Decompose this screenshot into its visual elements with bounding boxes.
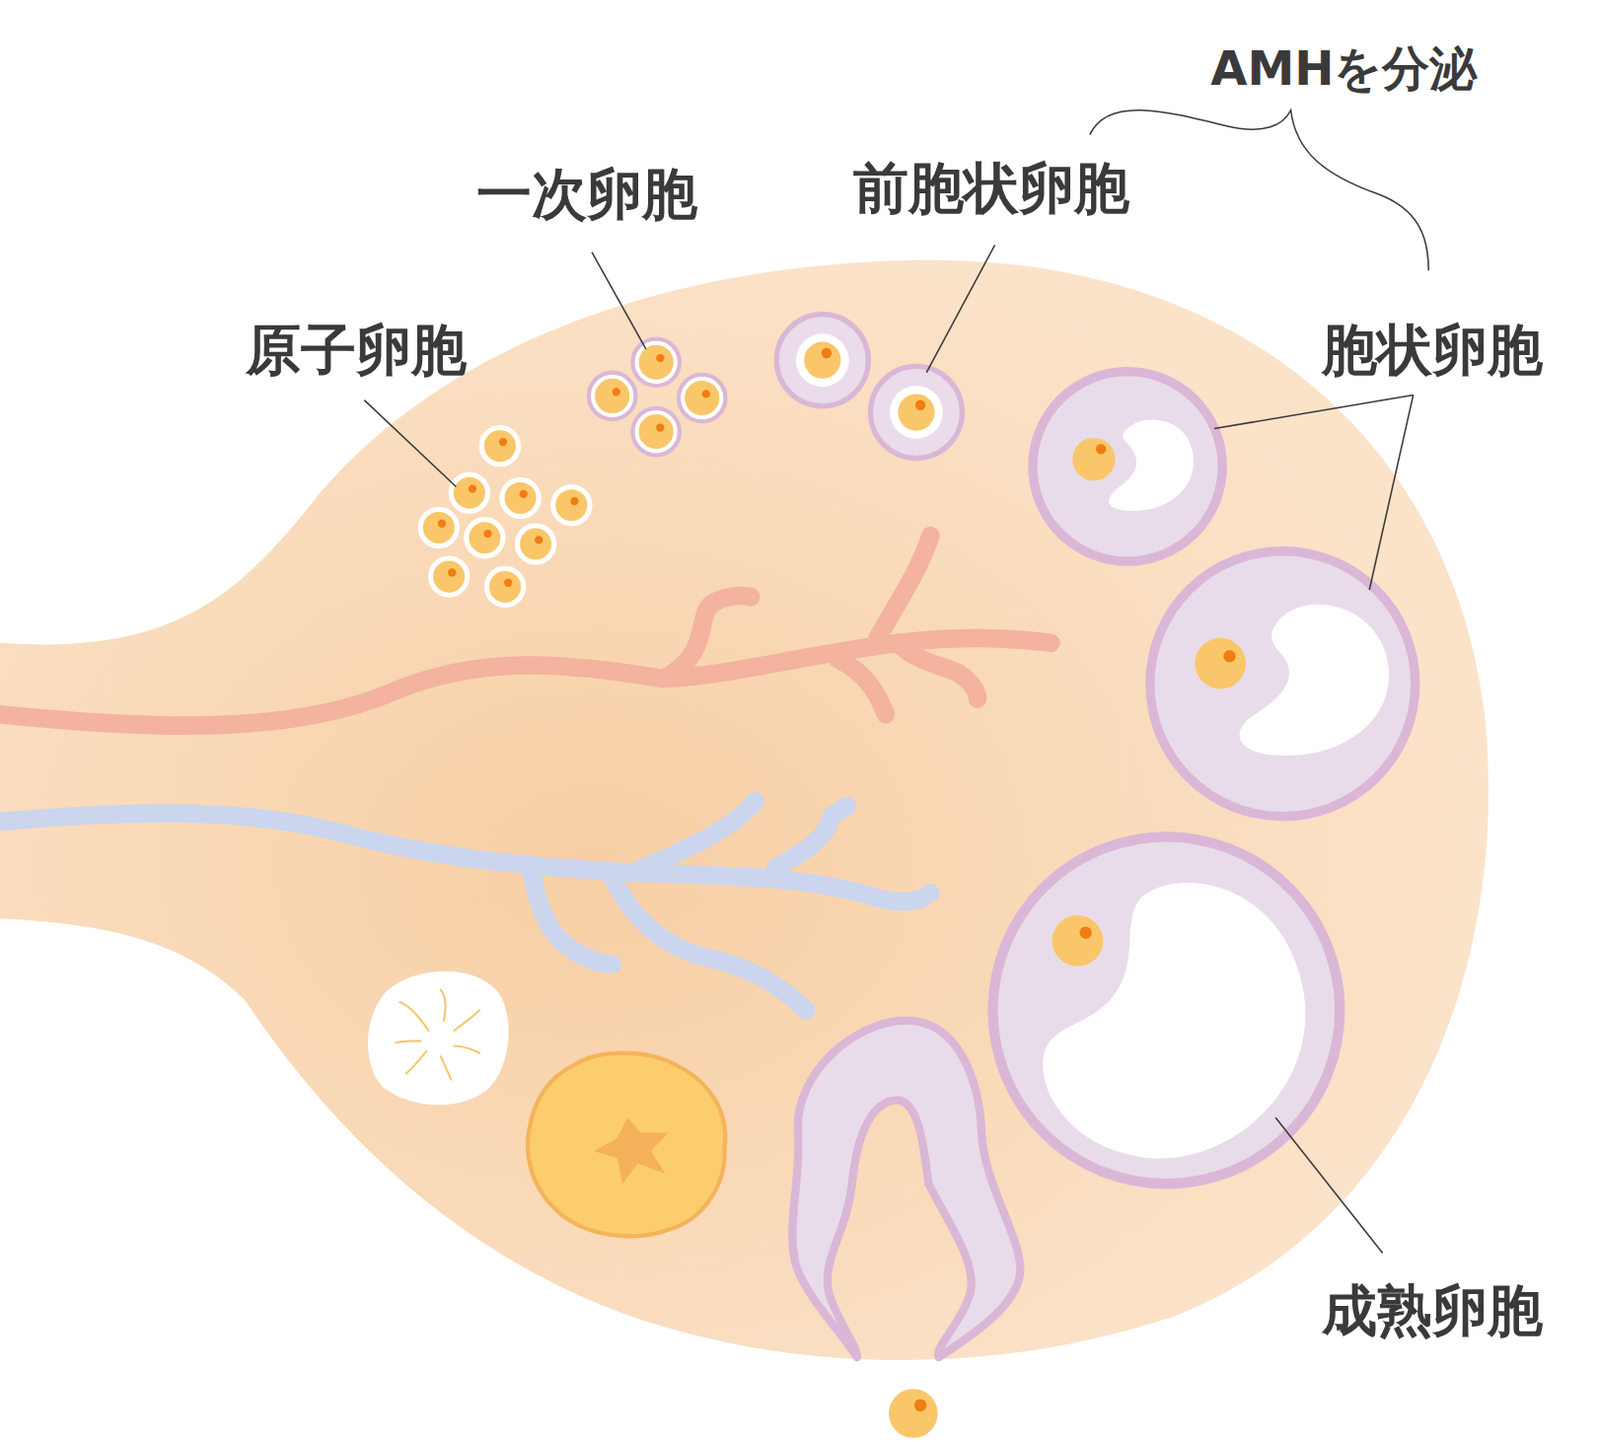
corpus-albicans-marks	[395, 990, 480, 1081]
stage-label: 原子卵胞	[245, 319, 467, 381]
corpus-albicans	[367, 971, 510, 1105]
artery	[0, 535, 1051, 726]
antral-follicle	[1032, 371, 1223, 562]
primary-follicles	[588, 339, 727, 456]
secretion-note: AMHを分泌	[1210, 42, 1477, 95]
preantral-follicles	[776, 314, 962, 459]
primordial-follicles	[420, 428, 590, 606]
ovary	[0, 260, 1489, 1361]
stage-label: 成熟卵胞	[1321, 1280, 1543, 1342]
leader-line	[363, 244, 1413, 1253]
stage-label: 前胞状卵胞	[853, 158, 1130, 220]
corpus-luteum	[527, 1053, 726, 1237]
ovulating-follicle	[792, 1020, 1020, 1439]
stage-label: 一次卵胞	[476, 163, 698, 225]
antral-follicle	[1150, 551, 1416, 817]
brace	[1090, 110, 1429, 271]
corpus-luteum-core	[593, 1117, 669, 1184]
stage-label: 胞状卵胞	[1321, 319, 1543, 381]
